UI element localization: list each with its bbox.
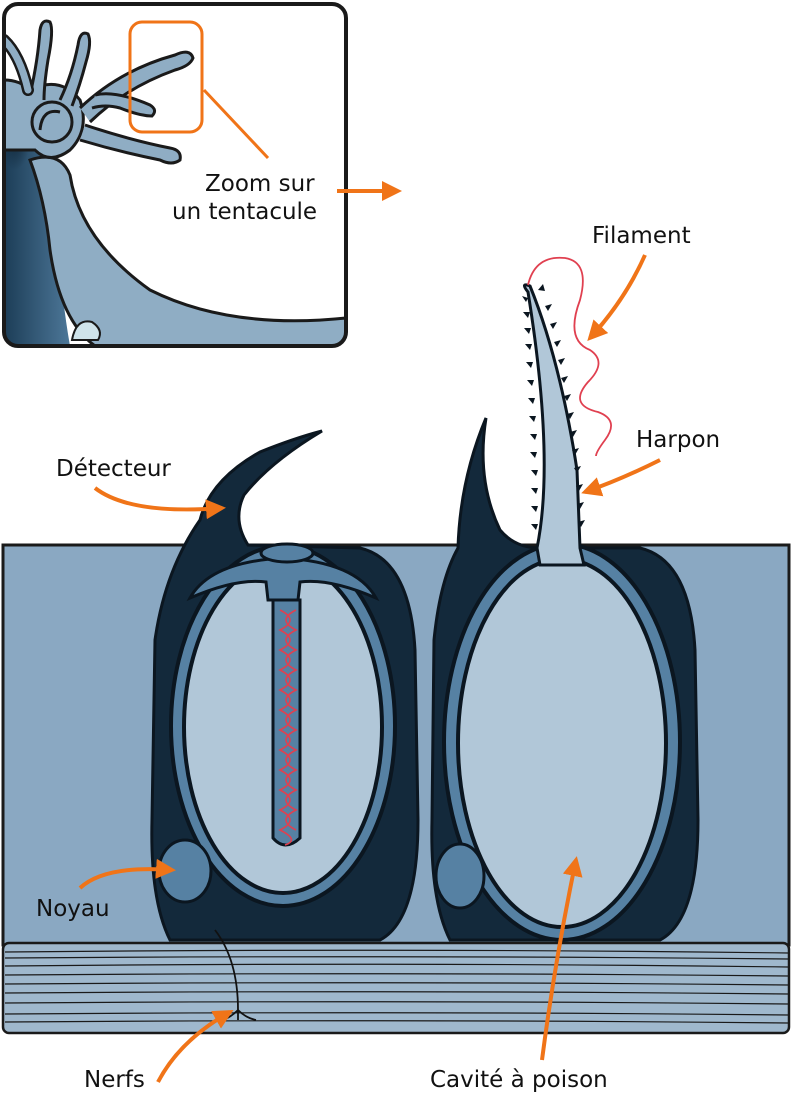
label-zoom-line1: Zoom sur (205, 171, 315, 197)
arrow-nerfs (156, 1010, 234, 1083)
arrow-harpon (581, 458, 661, 497)
cell-left (150, 429, 420, 1021)
label-cavite: Cavité à poison (430, 1067, 608, 1093)
harpoon-shaft (523, 283, 586, 567)
filament-thread (527, 256, 612, 457)
inset-tentacle-1 (28, 19, 54, 101)
arrow-filament (587, 254, 647, 341)
inset-stem (28, 155, 346, 346)
inset-tentacle-4 (79, 123, 182, 165)
arrow-noyau (78, 858, 176, 890)
arrow-detecteur (93, 486, 226, 520)
inset-tentacle-2 (58, 31, 92, 107)
label-harpon: Harpon (636, 427, 720, 453)
capsule-right-inner (456, 557, 668, 929)
label-nerfs: Nerfs (84, 1067, 145, 1093)
label-noyau: Noyau (36, 896, 110, 922)
tissue-block (1, 256, 791, 1035)
label-filament: Filament (592, 223, 691, 249)
arrow-cavite (540, 856, 583, 1061)
cell-right (430, 256, 700, 942)
harpoon-barbs (522, 284, 585, 530)
inset-panel: Zoom sur un tentacule (2, 2, 348, 348)
nucleus-right (434, 842, 486, 910)
muscle-fibers (4, 949, 789, 1024)
label-zoom-line2: un tentacule (172, 199, 317, 225)
label-detecteur: Détecteur (56, 456, 171, 482)
zoom-selection-box (128, 20, 204, 134)
coiled-filament (278, 609, 298, 846)
